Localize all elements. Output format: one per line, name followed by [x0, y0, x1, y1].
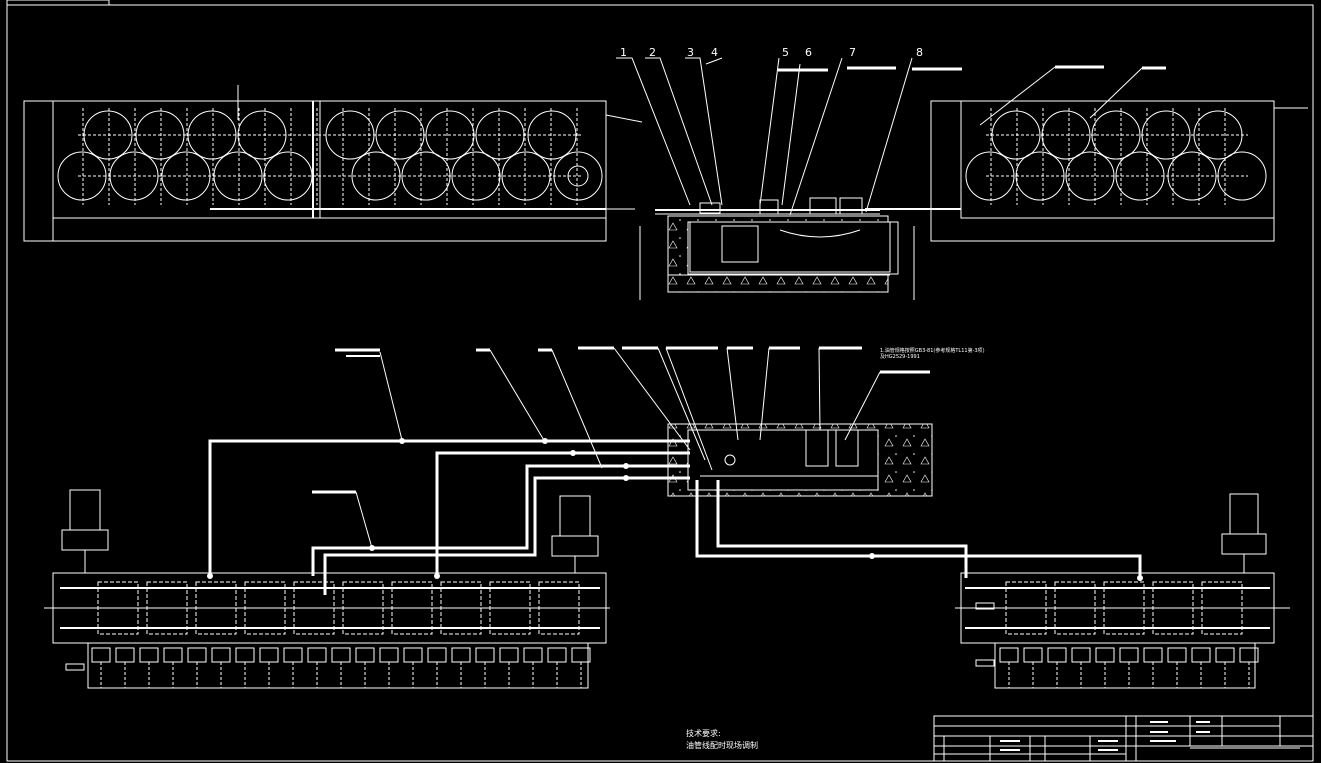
roller-support — [427, 647, 447, 663]
roller-support — [163, 647, 183, 663]
roller-frame — [489, 581, 531, 635]
roller-frame — [440, 581, 482, 635]
roller-support — [1071, 647, 1091, 663]
notes-line1: 油管线配时现场调制 — [686, 740, 758, 750]
lower-left-roller-table — [44, 489, 610, 689]
roller-frame — [391, 581, 433, 635]
roller-frame — [244, 581, 286, 635]
roller-support — [1191, 647, 1211, 663]
roller-support — [451, 647, 471, 663]
roller-frame — [1201, 581, 1243, 635]
roller-support — [1215, 647, 1235, 663]
balloon-labels: 1 2 3 4 5 6 7 8 — [620, 46, 923, 59]
roller-support — [1119, 647, 1139, 663]
roller-support — [235, 647, 255, 663]
roller-support — [115, 647, 135, 663]
balloon-6: 6 — [805, 46, 812, 59]
roller-support — [355, 647, 375, 663]
roller-frame — [1054, 581, 1096, 635]
roller-support — [211, 647, 231, 663]
spec-note-line2: 及HG2529-1991 — [880, 354, 920, 360]
balloon-3: 3 — [687, 46, 694, 59]
roller-frame — [293, 581, 335, 635]
notes-title: 技术要求: — [686, 728, 721, 738]
lower-pump-station — [312, 346, 933, 549]
upper-left-reel-assembly — [23, 85, 643, 242]
upper-right-reel-assembly — [865, 100, 1308, 242]
pipe-joints — [207, 438, 1143, 581]
lower-right-roller-table — [955, 493, 1290, 689]
title-block — [933, 715, 1314, 762]
roller-support — [475, 647, 495, 663]
balloon-2: 2 — [649, 46, 656, 59]
spec-note-line1: 1.油管规格按照GB3-81(参考规格TL11第-3项) — [880, 347, 985, 354]
roller-frame — [538, 581, 580, 635]
roller-frame — [1005, 581, 1047, 635]
upper-pump-station — [616, 57, 1166, 300]
roller-support — [1023, 647, 1043, 663]
roller-support — [307, 647, 327, 663]
roller-support — [1143, 647, 1163, 663]
roller-support — [331, 647, 351, 663]
roller-frame — [1103, 581, 1145, 635]
roller-support — [139, 647, 159, 663]
balloon-1: 1 — [620, 46, 627, 59]
balloon-7: 7 — [849, 46, 856, 59]
roller-support — [1095, 647, 1115, 663]
roller-support — [187, 647, 207, 663]
balloon-4: 4 — [711, 46, 718, 59]
roller-support — [547, 647, 567, 663]
roller-support — [283, 647, 303, 663]
pipelines — [208, 439, 1142, 595]
roller-frame — [146, 581, 188, 635]
balloon-8: 8 — [916, 46, 923, 59]
roller-support — [403, 647, 423, 663]
roller-frame — [195, 581, 237, 635]
title-tab — [6, 0, 110, 6]
reel-hub — [567, 165, 589, 187]
roller-support — [1047, 647, 1067, 663]
roller-frame — [97, 581, 139, 635]
roller-support — [499, 647, 519, 663]
drawing-border — [6, 4, 1314, 762]
roller-support — [91, 647, 111, 663]
roller-support — [999, 647, 1019, 663]
roller-support — [1167, 647, 1187, 663]
roller-support — [259, 647, 279, 663]
roller-frame — [342, 581, 384, 635]
roller-support — [379, 647, 399, 663]
balloon-5: 5 — [782, 46, 789, 59]
roller-support — [523, 647, 543, 663]
roller-frame — [1152, 581, 1194, 635]
roller-support — [571, 647, 591, 663]
